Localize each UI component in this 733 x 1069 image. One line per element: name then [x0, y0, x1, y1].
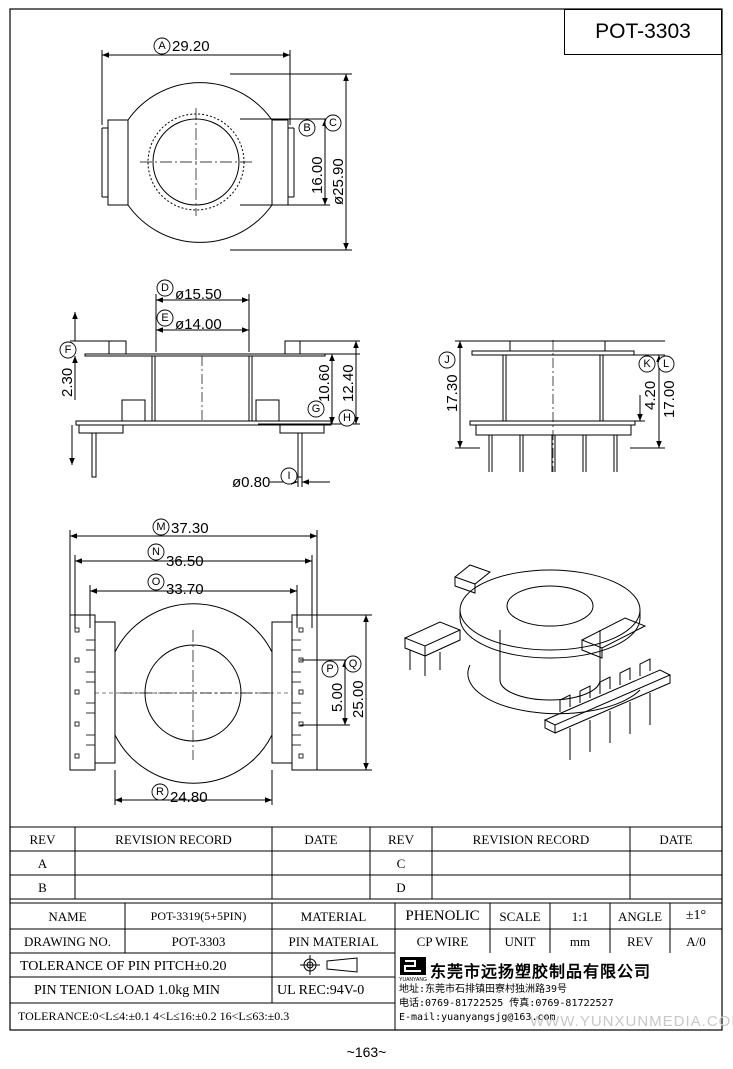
dim-C: ø25.90	[330, 158, 347, 205]
marker-D: D	[161, 282, 169, 294]
revision-table-lines	[10, 827, 722, 900]
dim-O: 33.70	[166, 581, 204, 598]
unit-label: UNIT	[504, 934, 536, 949]
dim-D: ø15.50	[175, 286, 222, 303]
dim-L: 17.00	[661, 380, 678, 418]
top-view	[101, 50, 352, 251]
pin-material-value: CP WIRE	[416, 934, 469, 949]
date-header-1: DATE	[304, 832, 338, 847]
marker-R: R	[156, 786, 164, 798]
angle-value: ±1°	[685, 908, 707, 923]
company-email: E-mail:yuanyangsjg@163.com	[399, 1012, 556, 1023]
marker-A: A	[158, 40, 166, 52]
dimension-markers	[59, 37, 675, 801]
material-value: PHENOLIC	[405, 908, 480, 924]
ul-rec: UL REC:94V-0	[277, 983, 365, 998]
dim-R: 24.80	[170, 789, 208, 806]
dim-A: 29.20	[172, 38, 210, 55]
tolerance-ranges: TOLERANCE:0<L≤4:±0.1 4<L≤16:±0.2 16<L≤63…	[18, 1009, 290, 1023]
page-number: ~163~	[346, 1044, 387, 1060]
revision-record-header-2: REVISION RECORD	[472, 832, 590, 847]
marker-letters: A B C D E F G H I J K L M N O P Q R	[65, 40, 669, 798]
dim-K: 4.20	[642, 381, 659, 410]
rev-label: REV	[627, 934, 653, 949]
dim-I: ø0.80	[232, 474, 270, 491]
info-table-lines	[10, 902, 722, 1030]
marker-K: K	[643, 358, 651, 370]
name-label: NAME	[48, 909, 87, 924]
dim-J: 17.30	[444, 374, 461, 412]
side-view	[455, 340, 665, 472]
date-header-2: DATE	[659, 832, 693, 847]
marker-P: P	[326, 663, 333, 675]
scale-value: 1:1	[571, 909, 589, 924]
marker-Q: Q	[349, 658, 358, 670]
unit-value: mm	[569, 934, 591, 949]
company-address: 地址:东莞市石排镇田寮村独洲路39号	[399, 984, 568, 995]
rev-row-a: A	[37, 856, 48, 871]
rev-header-2: REV	[388, 832, 414, 847]
angle-label: ANGLE	[617, 909, 663, 924]
revision-record-header-1: REVISION RECORD	[115, 832, 232, 847]
company-name: 东莞市远扬塑胶制品有限公司	[430, 962, 652, 981]
marker-O: O	[152, 576, 161, 588]
material-label: MATERIAL	[300, 909, 367, 924]
scale-label: SCALE	[499, 909, 541, 924]
watermark: WWW.YUNXUNMEDIA.COM	[530, 1013, 733, 1030]
pin-material-label: PIN MATERIAL	[288, 934, 379, 949]
rev-header-1: REV	[29, 832, 56, 847]
marker-C: C	[329, 117, 337, 129]
rev-row-b: B	[38, 880, 47, 895]
logo-text: YUANYANG	[399, 977, 427, 983]
dim-E: ø14.00	[175, 316, 222, 333]
dim-M: 37.30	[171, 520, 209, 537]
dim-F: 2.30	[59, 368, 76, 397]
drawing-no-label: DRAWING NO.	[23, 934, 112, 949]
bottom-view	[69, 530, 372, 805]
isometric-view	[403, 564, 672, 760]
marker-B: B	[303, 122, 310, 134]
tolerance-pin-pitch: TOLERANCE OF PIN PITCH±0.20	[20, 959, 227, 974]
marker-G: G	[312, 403, 321, 415]
rev-value: A/0	[686, 934, 706, 949]
name-value: POT-3319(5+5PIN)	[150, 909, 247, 923]
dim-B: 16.00	[309, 156, 326, 194]
marker-J: J	[444, 354, 450, 366]
dim-10-60: 10.60	[316, 364, 333, 402]
drawing-title: POT-3303	[564, 9, 722, 55]
pin-tension-load: PIN TENION LOAD 1.0kg MIN	[34, 983, 221, 998]
marker-F: F	[65, 344, 72, 356]
dim-Q: 25.00	[350, 680, 367, 718]
pin-pitch-symbol	[300, 955, 358, 975]
dim-12-40: 12.40	[340, 364, 357, 402]
marker-N: N	[152, 546, 160, 558]
marker-M: M	[156, 521, 165, 533]
front-view	[69, 294, 360, 487]
marker-L: L	[663, 358, 669, 370]
drawing-no-value: POT-3303	[171, 934, 226, 949]
marker-I: I	[287, 470, 290, 482]
rev-row-d: D	[396, 880, 406, 895]
marker-H: H	[343, 412, 351, 424]
company-logo: YUANYANG	[399, 957, 427, 983]
company-phone: 电话:0769-81722525 传真:0769-81722527	[399, 998, 614, 1009]
marker-E: E	[161, 312, 168, 324]
dim-N: 36.50	[166, 553, 204, 570]
rev-row-c: C	[396, 856, 406, 871]
dim-P: 5.00	[329, 683, 346, 712]
dimension-values: 29.20 ø15.50 ø14.00 ø0.80 37.30 36.50 33…	[59, 38, 678, 806]
